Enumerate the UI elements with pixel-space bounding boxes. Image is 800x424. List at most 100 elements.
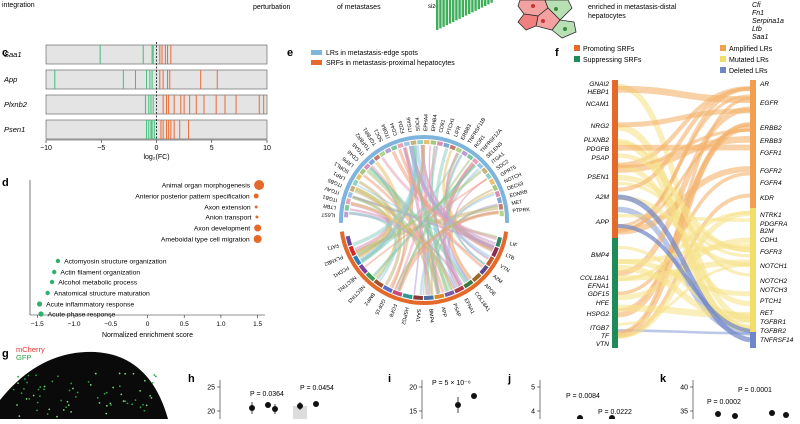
lr-gene-label: FZD4 (398, 120, 407, 134)
top-hist-bar (490, 0, 492, 3)
signal-dot (142, 404, 144, 406)
data-point (577, 415, 583, 419)
signal-dot (47, 413, 49, 415)
x-tick-label: 5 (210, 145, 214, 152)
top-gene-label: Serpina1a (752, 18, 784, 25)
srf-gene-label: HSPG2 (400, 307, 410, 326)
hepatocyte-cells-icon (518, 0, 576, 38)
lr-gene-segment (478, 164, 482, 168)
top-hist-bar (474, 0, 476, 11)
x-axis-label: log₂(FC) (143, 154, 169, 161)
signal-dot (13, 389, 15, 391)
srf-gene-label: SAA1 (414, 309, 421, 323)
panel-g-gfp-label: GFP (16, 353, 31, 362)
top-gene-label: Fn1 (752, 10, 764, 17)
right-bar-amplified (750, 80, 756, 208)
top-hist-bar (471, 0, 473, 12)
lr-gene-segment (365, 165, 369, 169)
term-label: Acute phase response (48, 311, 116, 318)
signal-dot (133, 373, 135, 375)
panel-g: g mCherry GFP (0, 345, 168, 419)
p-value-2: P = 0.0454 (300, 385, 334, 392)
srf-gene-segment (393, 292, 402, 295)
right-gene-label: ERBB3 (760, 138, 782, 145)
right-gene-label: NOTCH1 (760, 263, 787, 270)
lr-gene-segment (392, 147, 397, 149)
srf-gene-segment (424, 297, 434, 298)
term-point (38, 311, 43, 316)
right-gene-label: NOTCH3 (760, 287, 787, 294)
lr-gene-segment (468, 156, 472, 159)
top-hist-bar (468, 0, 470, 14)
term-label: Anterior posterior pattern specification (135, 193, 250, 200)
top-right-caption-1: enriched in metastasis-distal (588, 4, 677, 11)
signal-dot (143, 410, 145, 412)
legend-swatch-srf (311, 60, 322, 65)
right-gene-label: CDH1 (760, 237, 778, 244)
panel-letter: k (660, 373, 667, 385)
signal-dot (18, 415, 20, 417)
top-hist-bar (487, 0, 489, 4)
p-value-1: P = 5 × 10⁻⁶ (432, 380, 471, 387)
left-gene-label: BMP4 (591, 252, 609, 259)
right-gene-label: RET (760, 310, 774, 317)
right-gene-label: TGFBR1 (760, 319, 786, 326)
signal-dot (155, 375, 157, 377)
top-gene-label: Saa1 (752, 34, 768, 41)
signal-dot (43, 389, 45, 391)
lr-gene-segment (494, 185, 496, 190)
left-gene-label: NCAM1 (586, 101, 609, 108)
right-gene-label: FGFR1 (760, 150, 782, 157)
signal-dot (127, 403, 129, 405)
srf-gene-label: EFNA1 (462, 298, 475, 316)
srf-gene-label: PSAP (451, 303, 461, 319)
top-hist-bar (442, 0, 444, 27)
srf-gene-segment (435, 295, 444, 297)
srf-gene-segment (493, 247, 497, 256)
signal-dot (123, 400, 125, 402)
panel-letter: j (507, 373, 511, 385)
left-gene-label: HSPG2 (587, 311, 610, 318)
lr-gene-segment (450, 146, 455, 148)
p-value-1: P = 0.0084 (566, 393, 600, 400)
term-label: Acute inflammatory response (46, 301, 134, 308)
srf-gene-segment (348, 236, 351, 245)
signal-dot (68, 404, 70, 406)
term-point (254, 194, 259, 199)
top-right-caption-2: hepatocytes (588, 13, 626, 20)
y-tick-label: 4 (531, 409, 535, 416)
signal-dot (149, 395, 151, 397)
left-bar-promoting (612, 80, 618, 238)
lr-gene-segment (473, 159, 477, 163)
panel-f-letter: f (555, 47, 559, 59)
p-value-2: P = 0.0222 (598, 409, 632, 416)
legend-swatch-lr-type (720, 67, 726, 73)
signal-dot (39, 386, 41, 388)
x-tick-label: 0.5 (180, 321, 189, 328)
lr-gene-segment (437, 143, 442, 144)
top-hist-bar (436, 0, 438, 30)
legend-label-lr-type: Mutated LRs (729, 57, 769, 64)
x-tick-label: 1.5 (253, 321, 262, 328)
right-gene-label: KDR (760, 195, 774, 202)
legend-swatch-promoting (574, 45, 580, 51)
signal-dot (72, 388, 74, 390)
lr-gene-segment (354, 180, 357, 185)
term-label: Ameboidal type cell migration (161, 236, 250, 243)
signal-dot (152, 382, 154, 384)
lr-gene-segment (431, 142, 437, 143)
right-gene-label: PTCH1 (760, 298, 782, 305)
y-tick-label: 25 (207, 385, 215, 392)
x-tick-label: 1.0 (216, 321, 225, 328)
term-label: Animal organ morphogenesis (162, 182, 251, 189)
left-gene-label: TF (601, 333, 610, 340)
term-label: Anatomical structure maturation (54, 290, 150, 297)
signal-dot (105, 413, 107, 415)
legend-swatch-lr-type (720, 56, 726, 62)
top-gene-label: Cfi (752, 2, 761, 9)
gene-row-label: Plxnb2 (4, 100, 28, 109)
y-tick-label: 20 (409, 385, 417, 392)
